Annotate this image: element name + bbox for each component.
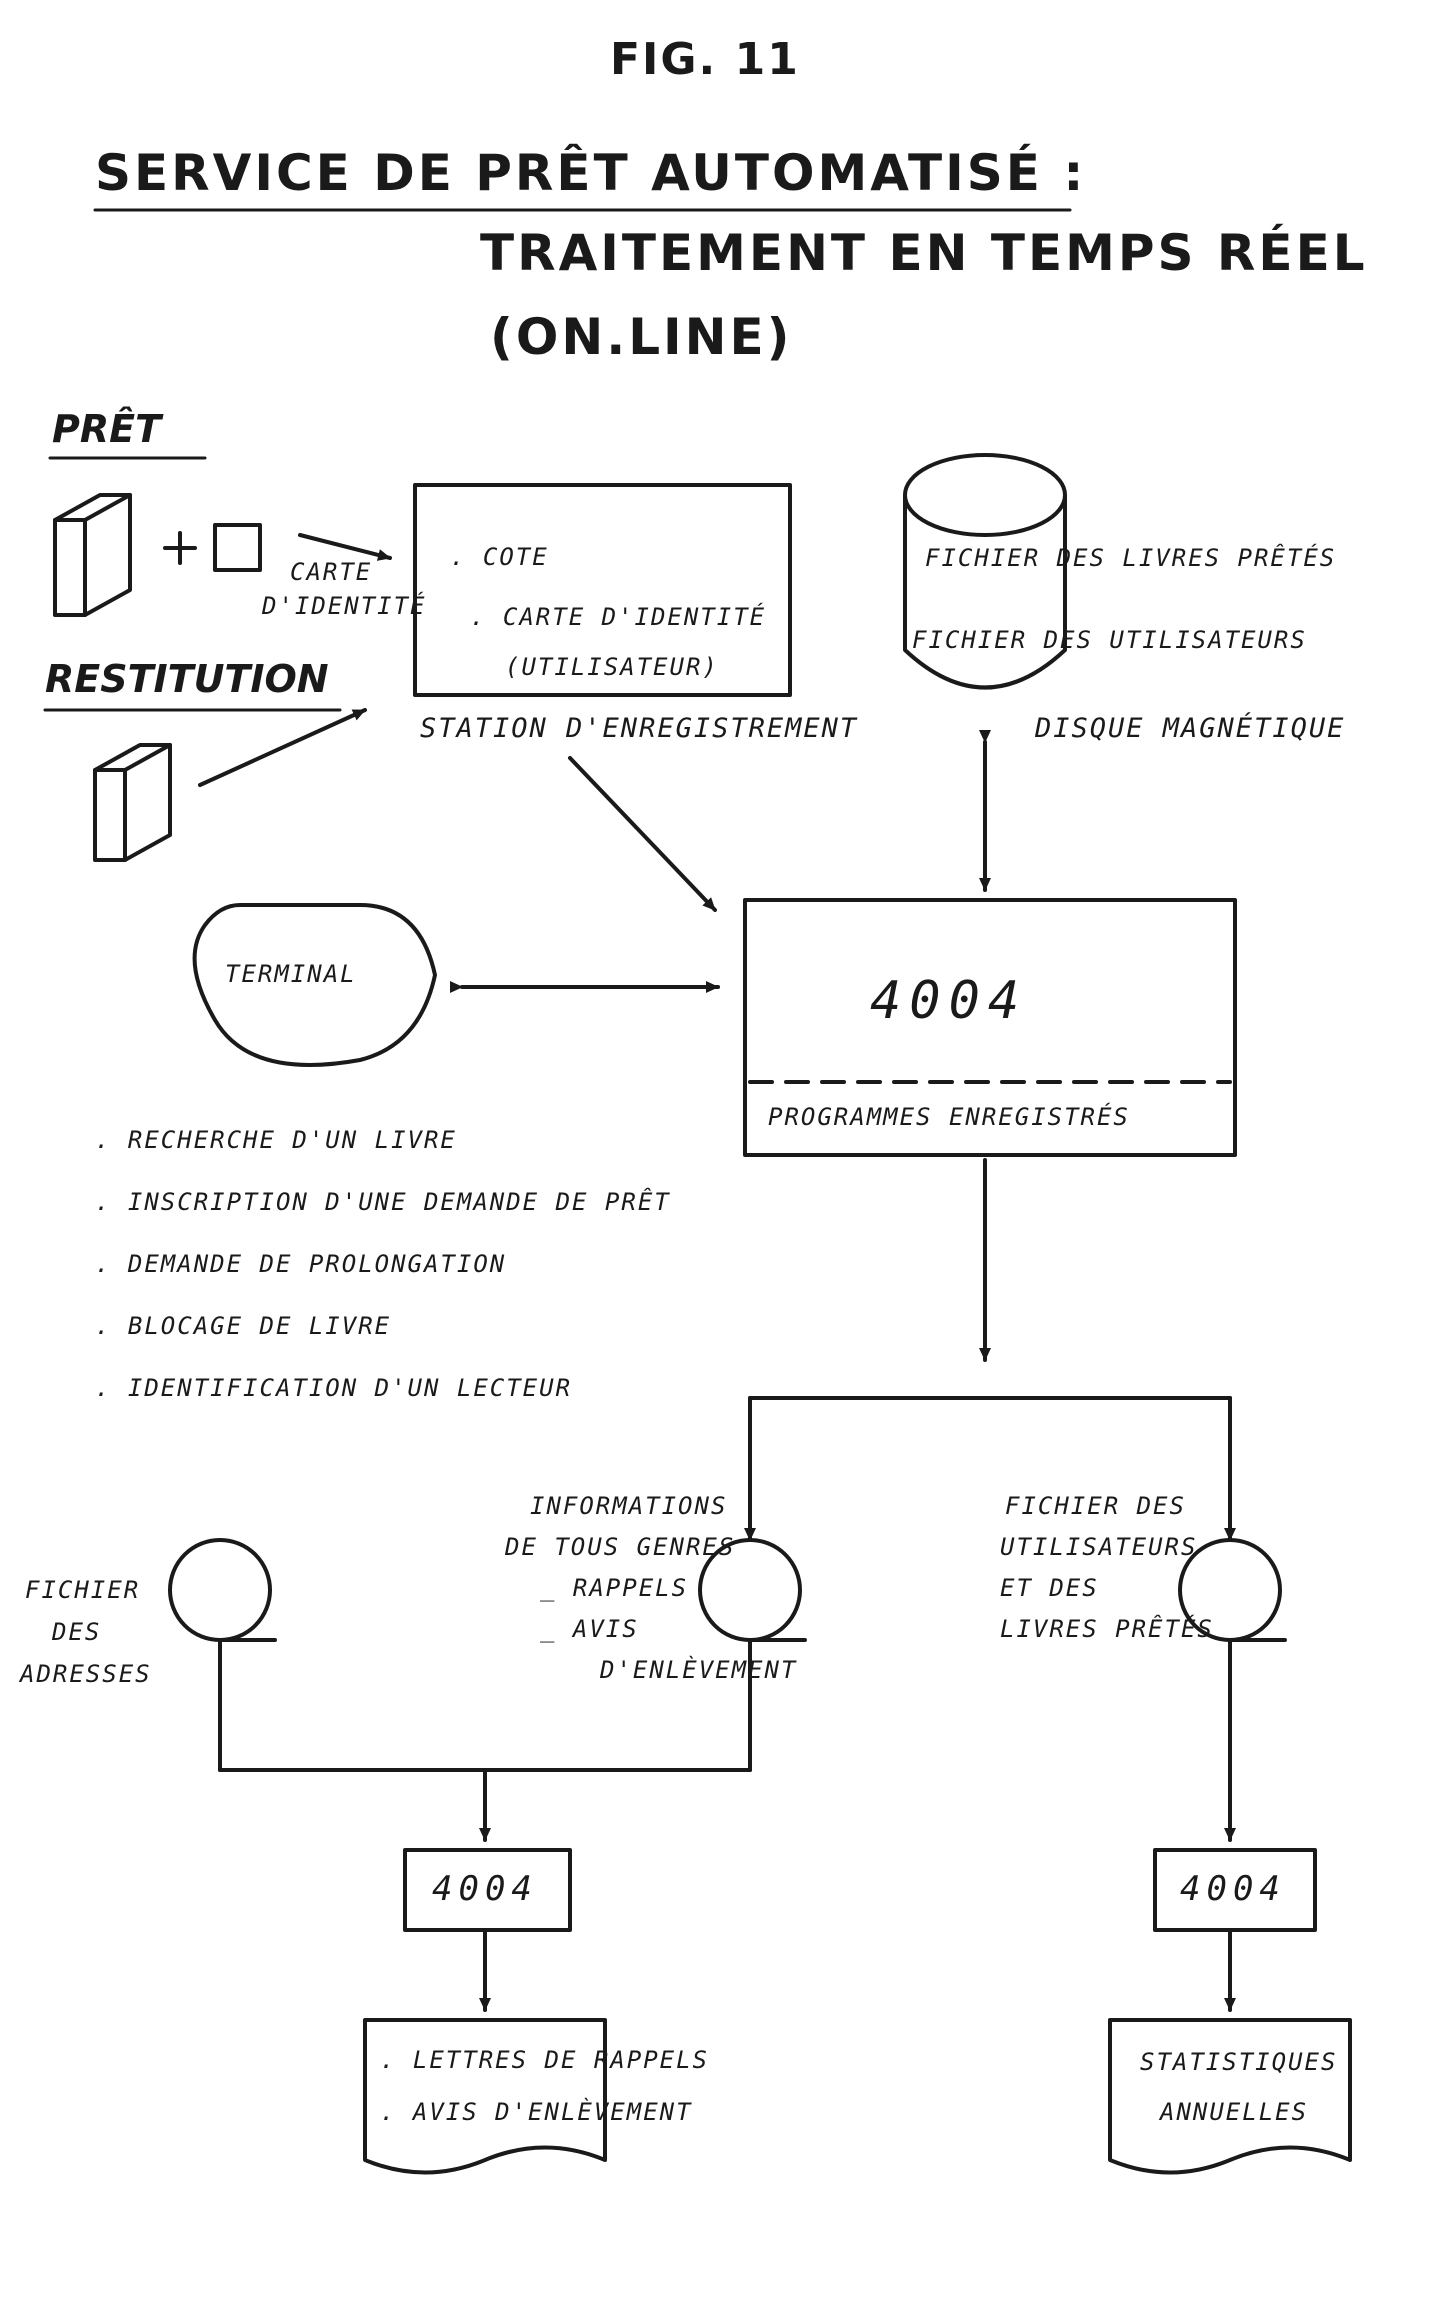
processor-subtitle: PROGRAMMES ENREGISTRÉS xyxy=(768,1103,1130,1131)
carte-line-2: D'IDENTITÉ xyxy=(262,592,427,620)
tape-right-line-4: LIVRES PRÊTÉS xyxy=(1000,1615,1214,1643)
disk-file-livres: FICHIER DES LIVRES PRÊTÉS xyxy=(925,544,1337,572)
figure-label: FIG. 11 xyxy=(610,34,800,85)
tape-middle-line-4: _ AVIS xyxy=(540,1615,639,1643)
title-line-3: (ON.LINE) xyxy=(490,308,793,366)
carte-line-1: CARTE xyxy=(290,558,373,586)
disk-file-utilisateurs: FICHIER DES UTILISATEURS xyxy=(912,626,1307,654)
station-item-carte: . CARTE D'IDENTITÉ xyxy=(470,603,767,631)
terminal-label: TERMINAL xyxy=(225,960,357,988)
book-icon xyxy=(53,493,132,617)
plus-icon xyxy=(163,531,197,565)
station-box xyxy=(413,483,792,697)
arrow-station-to-processor xyxy=(568,756,717,912)
processor-left-box xyxy=(403,1848,572,1932)
document-right-shape xyxy=(1108,2018,1352,2175)
station-caption: STATION D'ENREGISTREMENT xyxy=(420,713,859,744)
document-left-line-2: . AVIS D'ENLÈVEMENT xyxy=(380,2098,693,2126)
title-line-2: TRAITEMENT EN TEMPS RÉEL xyxy=(480,224,1368,282)
terminal-shape xyxy=(192,903,437,1067)
document-left-line-1: . LETTRES DE RAPPELS xyxy=(380,2046,709,2074)
pret-label: PRÊT xyxy=(52,407,161,451)
arrow-restitution-to-station xyxy=(198,708,367,787)
tape-left-line-3: ADRESSES xyxy=(20,1660,152,1688)
tape-right-line-3: ET DES xyxy=(1000,1574,1099,1602)
processor-right-box xyxy=(1153,1848,1317,1932)
tape-right-line-2: UTILISATEURS xyxy=(1000,1533,1198,1561)
tape-left-line-2: DES xyxy=(52,1618,102,1646)
document-right-line-2: ANNUELLES xyxy=(1160,2098,1309,2126)
document-right-line-1: STATISTIQUES xyxy=(1140,2048,1338,2076)
station-item-cote: . COTE xyxy=(450,543,549,571)
document-left-shape xyxy=(363,2018,607,2175)
tape-left-line-1: FICHIER xyxy=(25,1576,141,1604)
title-line-1: SERVICE DE PRÊT AUTOMATISÉ : xyxy=(95,144,1087,202)
restitution-label: RESTITUTION xyxy=(45,657,329,701)
terminal-function-3: . DEMANDE DE PROLONGATION xyxy=(95,1250,507,1278)
identity-card-icon xyxy=(213,523,262,572)
tape-right-line-1: FICHIER DES xyxy=(1005,1492,1186,1520)
tape-middle-line-5: D'ENLÈVEMENT xyxy=(600,1656,798,1684)
terminal-function-4: . BLOCAGE DE LIVRE xyxy=(95,1312,392,1340)
tape-middle-line-1: INFORMATIONS xyxy=(530,1492,728,1520)
processor-code: 4004 xyxy=(870,971,1028,1031)
station-item-utilisateur: (UTILISATEUR) xyxy=(505,653,719,681)
terminal-function-5: . IDENTIFICATION D'UN LECTEUR xyxy=(95,1374,573,1402)
returned-book-icon xyxy=(93,743,172,862)
terminal-function-2: . INSCRIPTION D'UNE DEMANDE DE PRÊT xyxy=(95,1188,671,1216)
processor-right-code: 4004 xyxy=(1180,1869,1286,1909)
tape-middle-line-2: DE TOUS GENRES xyxy=(505,1533,736,1561)
terminal-function-1: . RECHERCHE D'UN LIVRE xyxy=(95,1126,457,1154)
disk-caption: DISQUE MAGNÉTIQUE xyxy=(1035,713,1346,744)
arrow-pret-to-station xyxy=(298,533,392,561)
tape-left-icon xyxy=(168,1538,277,1642)
tape-middle-line-3: _ RAPPELS xyxy=(540,1574,689,1602)
processor-box xyxy=(743,898,1237,1157)
processor-left-code: 4004 xyxy=(432,1869,538,1909)
magnetic-disk-icon xyxy=(903,453,1067,690)
